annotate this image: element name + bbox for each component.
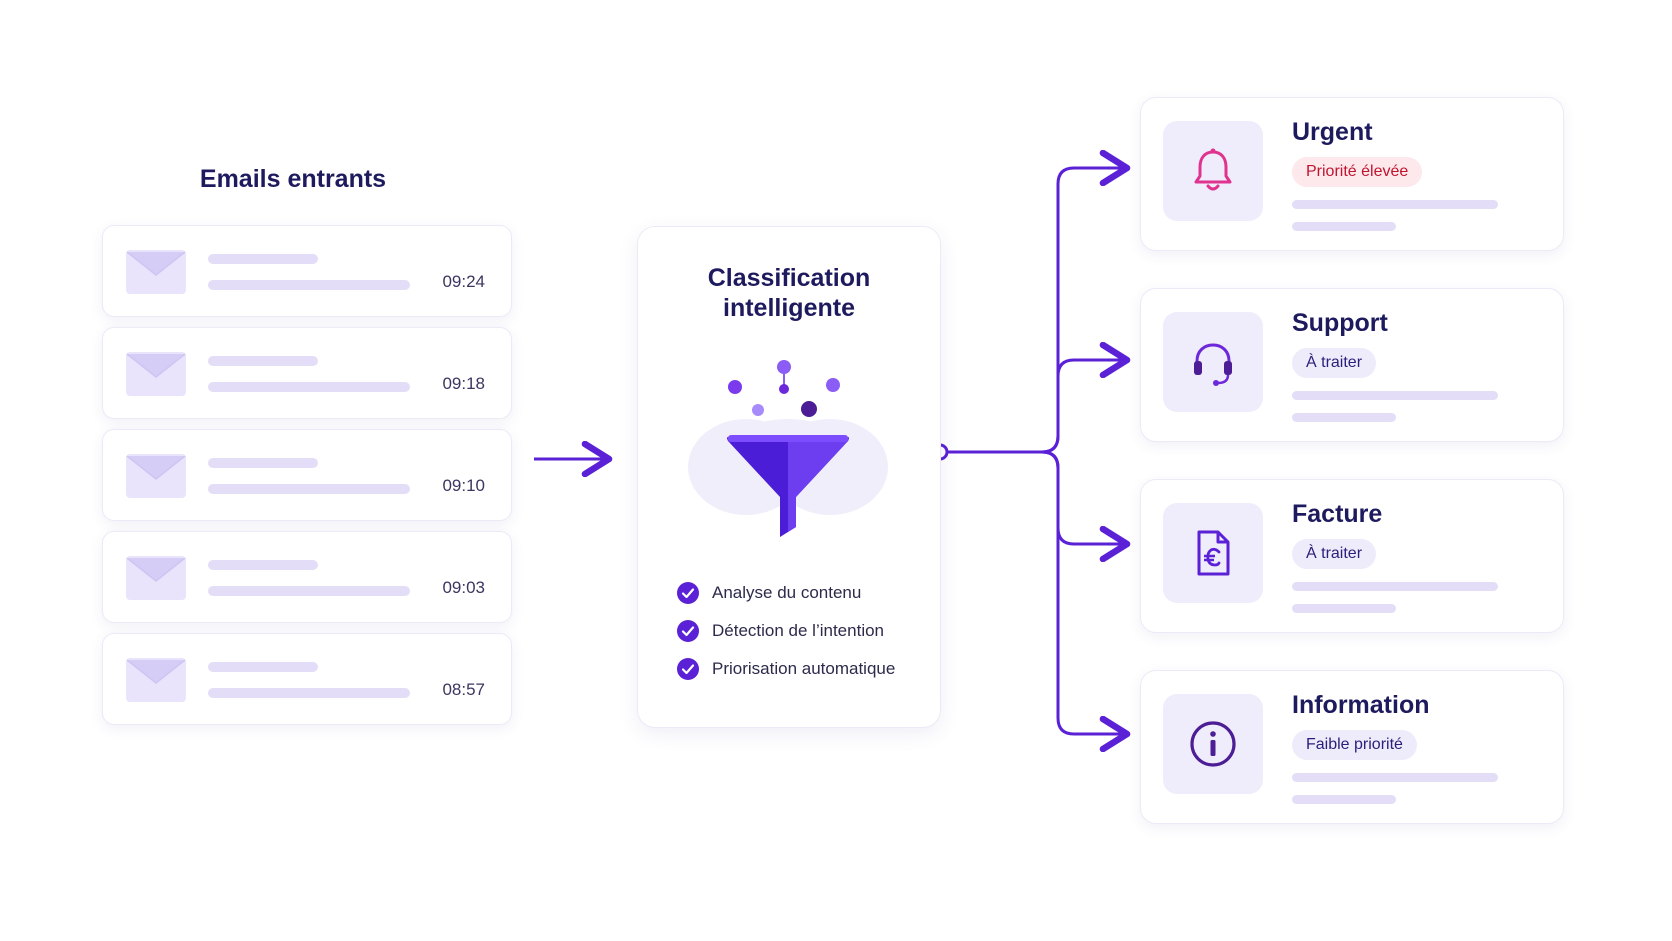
email-item[interactable]: 09:03 [102,531,512,623]
check-circle-icon [677,658,699,680]
text-placeholder [1292,795,1396,804]
text-placeholder [1292,222,1396,231]
step-item: Priorisation automatique [676,650,895,688]
envelope-icon [126,556,186,600]
category-card-support[interactable]: Support À traiter [1140,288,1564,442]
priority-badge: Faible priorité [1292,730,1417,760]
envelope-icon [126,658,186,702]
classifier-title-line2: intelligente [723,294,855,322]
category-name: Support [1292,309,1388,337]
priority-badge: À traiter [1292,539,1377,569]
email-preview-placeholder [208,586,410,596]
branch-information [1041,450,1127,734]
email-item[interactable]: 09:10 [102,429,512,521]
category-name: Information [1292,691,1430,719]
email-preview-placeholder [208,382,410,392]
email-time: 09:18 [442,374,485,393]
category-card-information[interactable]: Information Faible priorité [1140,670,1564,824]
step-label: Analyse du contenu [712,583,862,602]
funnel-icon [688,360,888,537]
classifier-steps: Analyse du contenu Détection de l’intent… [676,574,895,688]
email-item[interactable]: 08:57 [102,633,512,725]
envelope-icon [126,352,186,396]
email-time: 09:03 [442,578,485,597]
check-circle-icon [677,582,699,604]
email-subject-placeholder [208,458,318,468]
envelope-icon [126,250,186,294]
email-item[interactable]: 09:18 [102,327,512,419]
email-preview-placeholder [208,688,410,698]
priority-badge: À traiter [1292,348,1377,378]
incoming-title: Emails entrants [199,165,387,193]
step-label: Priorisation automatique [712,659,896,678]
category-name: Urgent [1292,118,1373,146]
priority-badge: Priorité élevée [1292,157,1423,187]
text-placeholder [1292,582,1498,591]
category-icon-box [1163,503,1263,603]
invoice-euro-icon [1197,530,1230,576]
text-placeholder [1292,773,1498,782]
text-placeholder [1292,604,1396,613]
email-subject-placeholder [208,662,318,672]
email-subject-placeholder [208,560,318,570]
branch-trunk [947,168,1127,454]
category-card-urgent[interactable]: Urgent Priorité élevée [1140,97,1564,251]
classifier-card: Classification intelligente Analyse du c… [637,226,941,728]
text-placeholder [1292,391,1498,400]
category-icon-box [1163,694,1263,794]
branch-support [1041,360,1127,454]
email-subject-placeholder [208,254,318,264]
email-time: 09:24 [442,272,485,291]
category-card-facture[interactable]: Facture À traiter [1140,479,1564,633]
category-icon-box [1163,312,1263,412]
bell-icon [1194,148,1232,191]
step-item: Détection de l’intention [676,612,895,650]
classifier-title: Classification intelligente [638,263,940,323]
envelope-icon [126,454,186,498]
branch-facture [1041,450,1127,544]
category-name: Facture [1292,500,1383,528]
email-time: 09:10 [442,476,485,495]
text-placeholder [1292,200,1498,209]
email-time: 08:57 [442,680,485,699]
email-item[interactable]: 09:24 [102,225,512,317]
category-icon-box [1163,121,1263,221]
email-preview-placeholder [208,280,410,290]
check-circle-icon [677,620,699,642]
headset-icon [1194,343,1232,386]
classifier-title-line1: Classification [707,264,871,292]
step-item: Analyse du contenu [676,574,895,612]
email-subject-placeholder [208,356,318,366]
text-placeholder [1292,413,1396,422]
email-preview-placeholder [208,484,410,494]
step-label: Détection de l’intention [712,621,885,640]
info-icon [1190,721,1236,767]
